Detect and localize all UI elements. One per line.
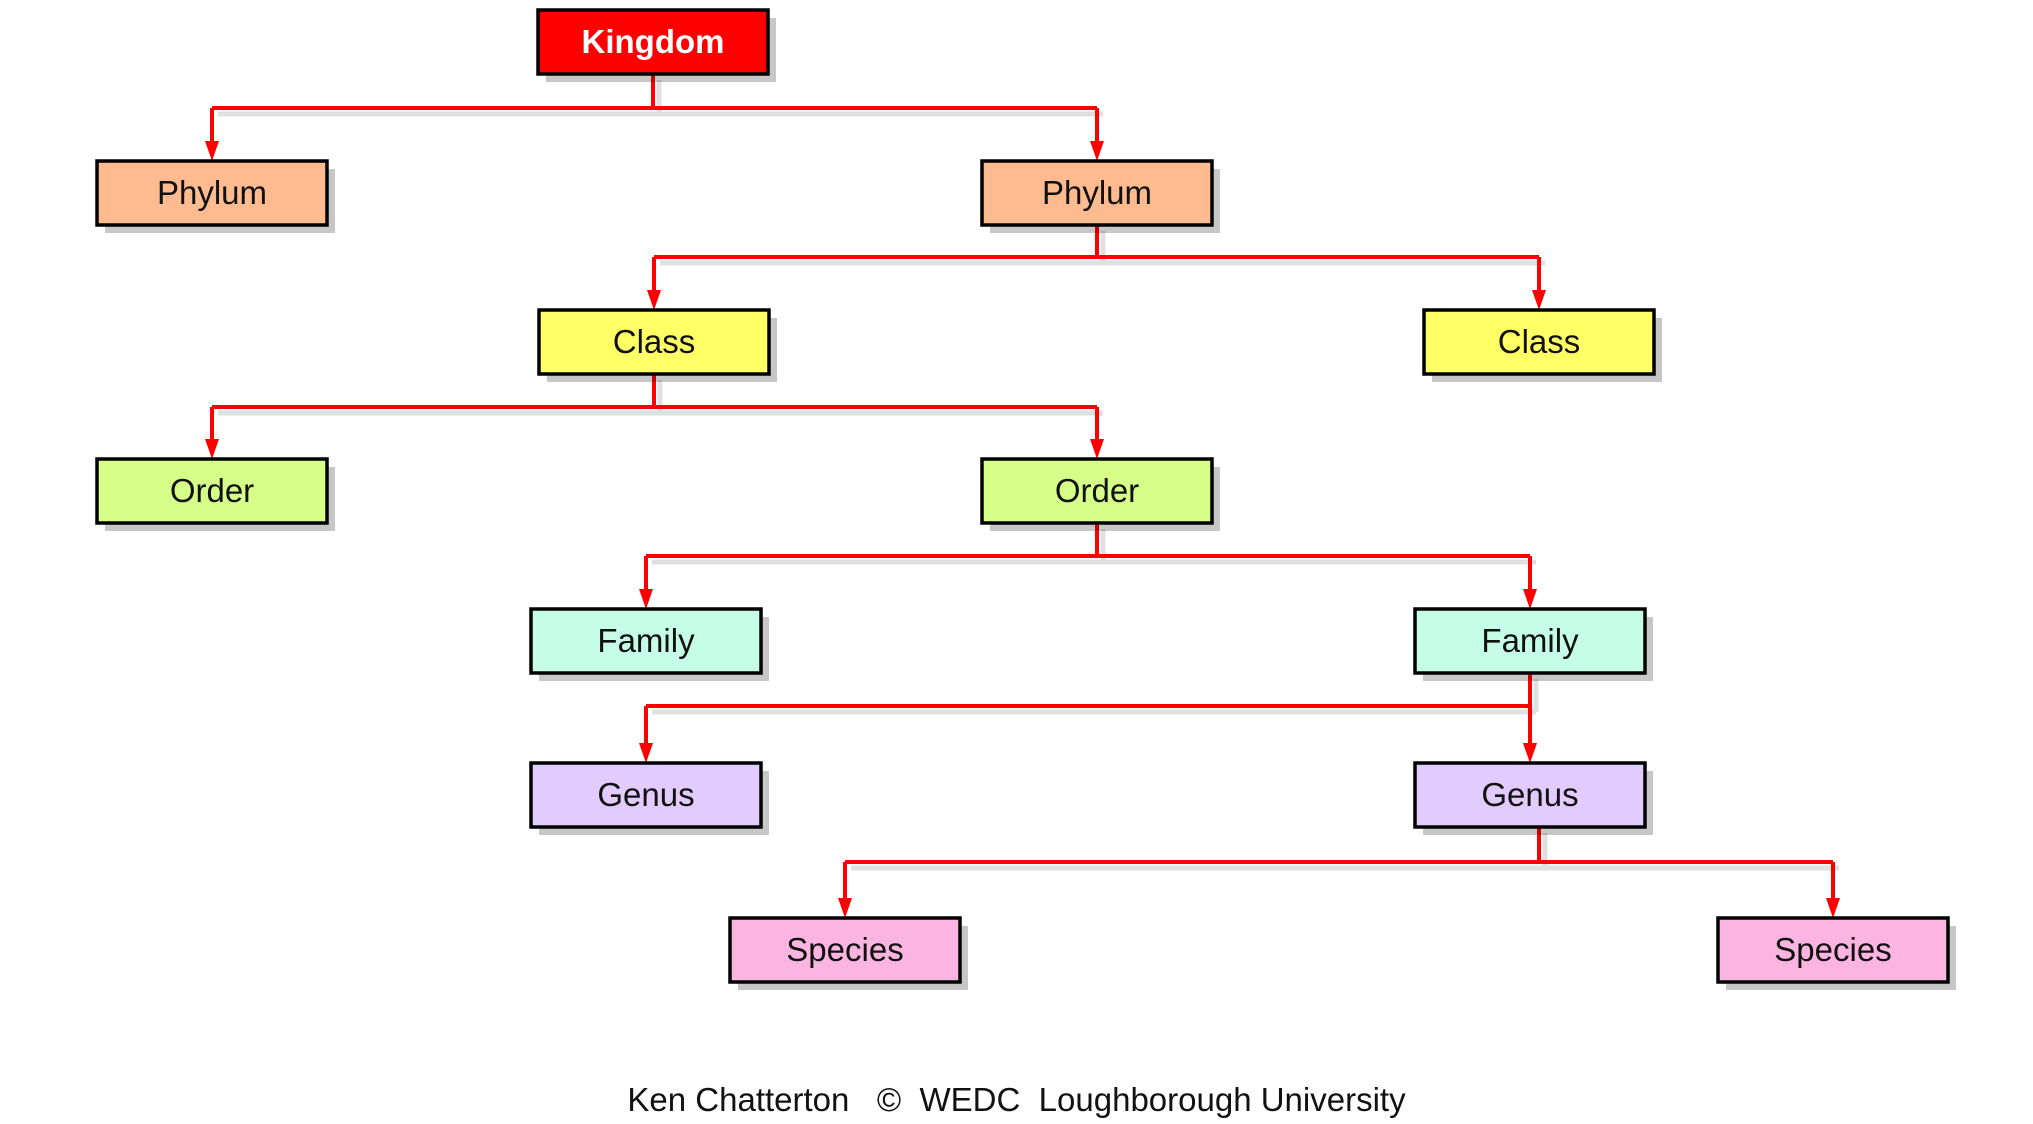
- connector-phylum-2: [647, 225, 1546, 310]
- node-box: [728, 916, 962, 984]
- node-label: Class: [613, 323, 696, 360]
- node-kingdom: Kingdom: [536, 8, 776, 82]
- node-class-2: Class: [1422, 308, 1662, 382]
- node-order-2: Order: [980, 457, 1220, 531]
- arrowhead-family-1: [639, 589, 653, 609]
- node-genus-1: Genus: [529, 761, 769, 835]
- connector-genus-2: [838, 827, 1840, 918]
- node-label: Order: [170, 472, 254, 509]
- node-species-1: Species: [728, 916, 968, 990]
- node-species-2: Species: [1716, 916, 1956, 990]
- node-box: [529, 607, 763, 675]
- arrowhead-order-1: [205, 439, 219, 459]
- node-label: Phylum: [157, 174, 267, 211]
- footer-credit: Ken Chatterton © WEDC Loughborough Unive…: [627, 1081, 1406, 1118]
- arrowhead-genus-2: [1523, 743, 1537, 763]
- arrowhead-species-2: [1826, 898, 1840, 918]
- node-box: [536, 8, 770, 76]
- connector-trunk: [646, 673, 1532, 708]
- node-label: Genus: [597, 776, 694, 813]
- connector-order-2: [639, 523, 1537, 609]
- node-box: [980, 457, 1214, 525]
- node-family-2: Family: [1413, 607, 1653, 681]
- node-phylum-2: Phylum: [980, 159, 1220, 233]
- node-box: [1422, 308, 1656, 376]
- connector-trunk: [212, 74, 1097, 110]
- node-family-1: Family: [529, 607, 769, 681]
- connector-kingdom: [205, 74, 1104, 161]
- connector-trunk: [845, 827, 1833, 864]
- node-label: Family: [1481, 622, 1579, 659]
- node-label: Order: [1055, 472, 1139, 509]
- node-box: [529, 761, 763, 829]
- node-box: [1413, 607, 1647, 675]
- node-label: Family: [597, 622, 695, 659]
- node-box: [1413, 761, 1647, 829]
- connector-family-2: [639, 673, 1539, 763]
- connector-trunk: [654, 225, 1539, 259]
- node-phylum-1: Phylum: [95, 159, 335, 233]
- node-box: [980, 159, 1214, 227]
- arrowhead-family-2: [1523, 589, 1537, 609]
- node-label: Phylum: [1042, 174, 1152, 211]
- arrowhead-phylum-2: [1090, 141, 1104, 161]
- node-box: [537, 308, 771, 376]
- arrowhead-class-2: [1532, 290, 1546, 310]
- node-label: Class: [1498, 323, 1581, 360]
- arrowhead-phylum-1: [205, 141, 219, 161]
- node-box: [95, 159, 329, 227]
- node-class-1: Class: [537, 308, 777, 382]
- arrowhead-class-1: [647, 290, 661, 310]
- node-genus-2: Genus: [1413, 761, 1653, 835]
- arrowhead-genus-1: [639, 743, 653, 763]
- node-label: Species: [1774, 931, 1891, 968]
- node-label: Genus: [1481, 776, 1578, 813]
- connector-layer: [205, 74, 1840, 918]
- arrowhead-species-1: [838, 898, 852, 918]
- node-order-1: Order: [95, 457, 335, 531]
- node-label: Species: [786, 931, 903, 968]
- connector-trunk: [212, 374, 1097, 409]
- arrowhead-order-2: [1090, 439, 1104, 459]
- node-label: Kingdom: [582, 23, 725, 60]
- node-box: [1716, 916, 1950, 984]
- node-box: [95, 457, 329, 525]
- connector-trunk: [646, 523, 1530, 558]
- connector-class-1: [205, 374, 1104, 459]
